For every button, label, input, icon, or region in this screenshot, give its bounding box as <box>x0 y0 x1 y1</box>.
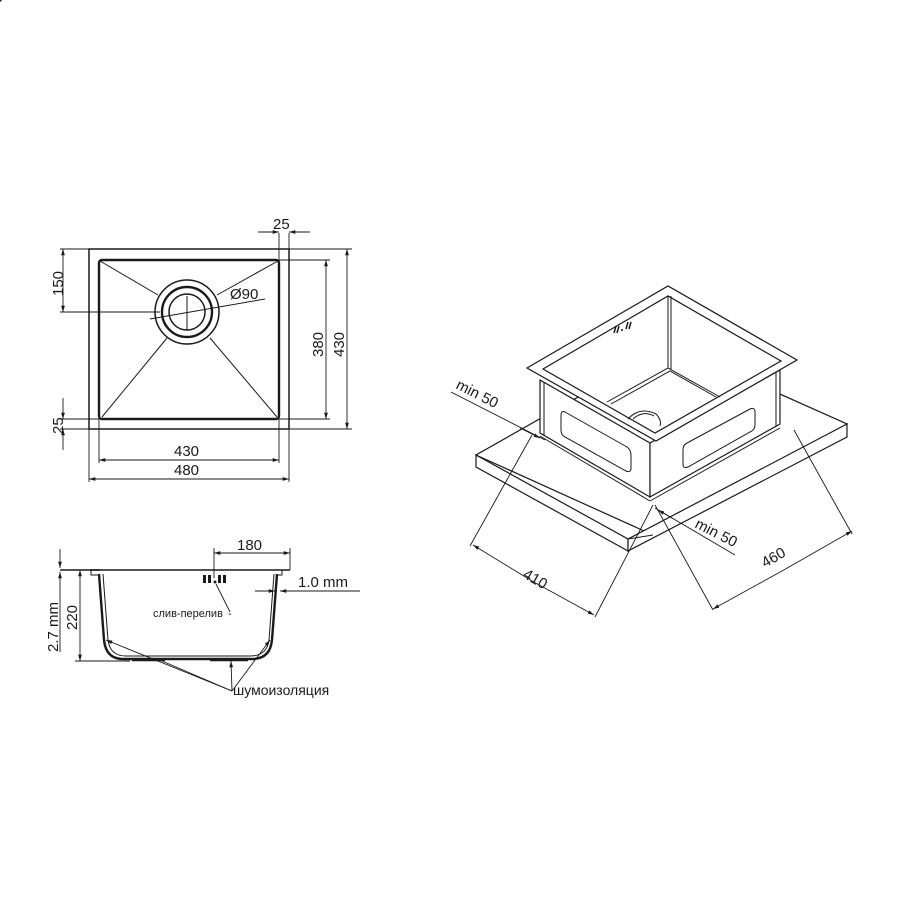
iso-overflow-icon <box>613 321 632 334</box>
insulation-pad-left <box>560 411 632 473</box>
dim-drain-diameter: Ø90 <box>230 286 258 303</box>
inner-bowl-outline <box>97 258 281 421</box>
insulation-pad-right <box>682 407 756 469</box>
dim-outer-depth: 430 <box>331 332 348 357</box>
dim-outer-width: 480 <box>174 462 199 479</box>
label-sound-insulation: шумоизоляция <box>233 682 329 698</box>
dim-inner-width: 430 <box>174 443 199 460</box>
overflow-icon <box>203 575 226 584</box>
dim-flange-bottom: 25 <box>50 417 67 434</box>
label-overflow: слив-перелив <box>153 608 223 620</box>
dim-min-right: min 50 <box>692 515 740 551</box>
dim-bowl-height: 220 <box>64 605 81 630</box>
isometric-view: min 50 min 50 410 460 <box>0 0 853 618</box>
iso-drain-icon <box>627 410 661 427</box>
dim-cutout-right: 460 <box>759 544 789 571</box>
dim-inner-depth: 380 <box>310 332 327 357</box>
outer-flange-outline <box>88 248 290 430</box>
dim-min-left: min 50 <box>453 376 501 412</box>
bowl-profile <box>97 573 279 661</box>
svg-text:-: - <box>228 608 232 620</box>
side-view: слив-перелив - 180 1.0 mm 2.7 mm 220 шум… <box>45 537 360 698</box>
dim-flange-thickness: 2.7 mm <box>45 602 62 652</box>
dim-wall-thickness: 1.0 mm <box>298 574 348 591</box>
dim-drain-offset: 150 <box>50 271 67 296</box>
sink-opening <box>541 295 783 434</box>
dim-flange-right: 25 <box>273 216 290 233</box>
dim-overflow-offset: 180 <box>237 537 262 554</box>
top-view: Ø90 25 150 25 380 430 430 <box>50 216 352 482</box>
